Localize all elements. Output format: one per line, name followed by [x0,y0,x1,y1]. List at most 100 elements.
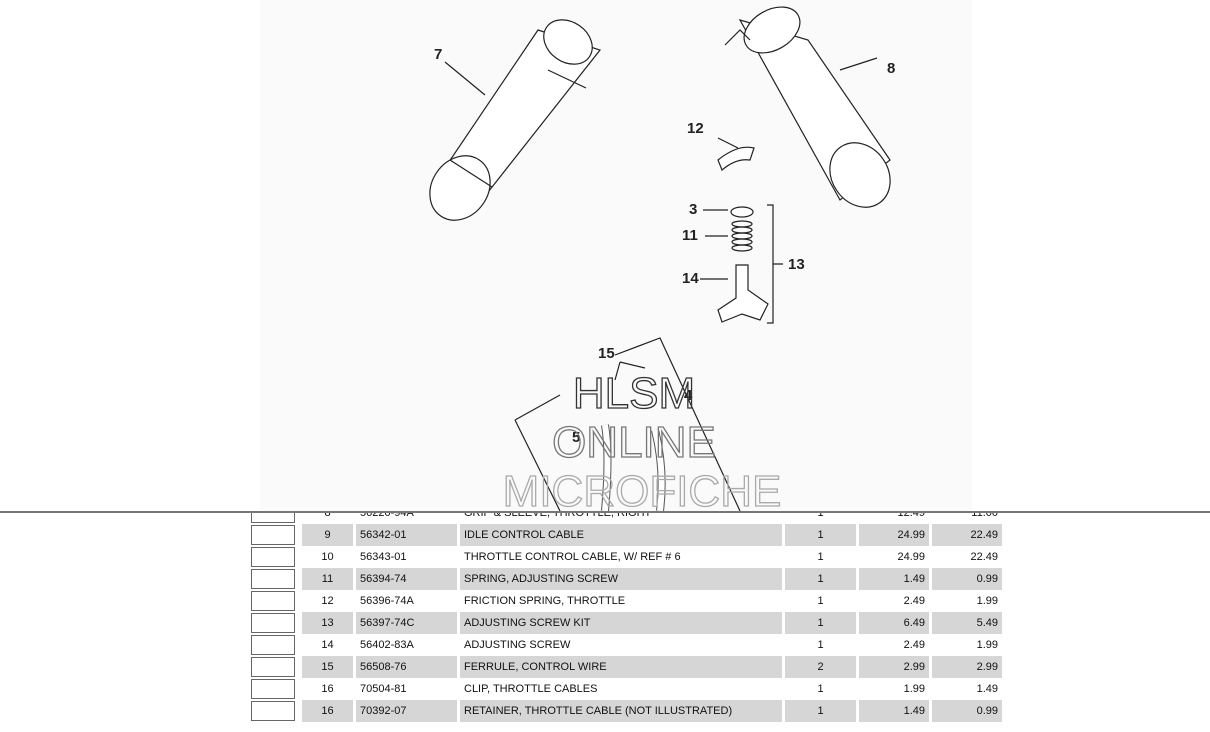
part-number: 56402-83A [360,639,414,651]
part-number: 56343-01 [360,551,407,563]
part-number: 70392-07 [356,700,457,722]
part-number: 56508-76 [356,656,457,678]
callout-11: 11 [682,227,698,244]
price: 24.99 [897,551,925,563]
callout-13: 13 [788,256,805,273]
quantity-input[interactable] [251,635,295,655]
callout-14: 14 [682,270,699,287]
callout-4: 4 [684,387,693,404]
select-cell [247,700,299,722]
description: FERRULE, CONTROL WIRE [460,656,782,678]
select-cell [247,678,299,700]
left-grip-drawing [429,19,602,221]
price: 1.49 [859,568,929,590]
sale-price: 0.99 [932,700,1002,722]
sale-price: 1.49 [976,683,998,695]
select-cell [247,590,299,612]
quantity-input[interactable] [251,701,295,721]
parts-table-container: 8 56220-94A GRIP & SLEEVE, THROTTLE, RIG… [0,513,1210,732]
svg-text:ONLINE: ONLINE [552,418,716,467]
callout-15: 15 [598,345,615,362]
quantity-input[interactable] [251,513,295,523]
watermark: HLSM ONLINE MICROFICHE [502,368,782,516]
quantity: 1 [785,524,856,546]
ref-number: 12 [321,595,334,607]
callout-12: 12 [687,120,704,137]
quantity: 1 [785,612,856,634]
quantity: 1 [817,683,824,695]
ref-number: 8 [324,513,331,519]
sale-price: 0.99 [932,568,1002,590]
quantity-input[interactable] [251,679,295,699]
description: THROTTLE CONTROL CABLE, W/ REF # 6 [464,551,681,563]
table-row: 9 56342-01 IDLE CONTROL CABLE 1 24.99 22… [247,524,1002,546]
table-row: 8 56220-94A GRIP & SLEEVE, THROTTLE, RIG… [247,513,1002,524]
sale-price: 11.00 [971,513,998,519]
sale-price: 22.49 [970,551,998,563]
price: 24.99 [859,524,929,546]
select-cell [247,612,299,634]
part-number: 56396-74A [360,595,414,607]
quantity: 1 [817,639,824,651]
callout-8: 8 [887,60,895,77]
sale-price: 2.99 [932,656,1002,678]
price: 2.49 [903,595,925,607]
quantity-input[interactable] [251,547,295,567]
price: 1.99 [903,683,925,695]
quantity: 1 [817,551,824,563]
description: ADJUSTING SCREW [464,639,571,651]
ref-number: 15 [302,656,353,678]
washer-drawing [730,206,754,218]
price: 2.99 [859,656,929,678]
price: 6.49 [859,612,929,634]
part-number: 56394-74 [356,568,457,590]
ref-number: 11 [302,568,353,590]
part-number: 56342-01 [356,524,457,546]
quantity-input[interactable] [251,613,295,633]
description: ADJUSTING SCREW KIT [460,612,782,634]
select-cell [247,513,299,524]
select-cell [247,546,299,568]
select-cell [247,634,299,656]
ref-number: 10 [321,551,334,563]
svg-text:MICROFICHE: MICROFICHE [503,467,782,511]
part-number: 70504-81 [360,683,407,695]
price: 1.49 [859,700,929,722]
quantity-input[interactable] [251,591,295,611]
ref-number: 16 [302,700,353,722]
table-row: 11 56394-74 SPRING, ADJUSTING SCREW 1 1.… [247,568,1002,590]
right-grip-drawing [724,6,891,208]
spring-drawing [731,220,753,252]
select-cell [247,568,299,590]
adjusting-screw-drawing [717,264,769,323]
quantity-input[interactable] [251,569,295,589]
select-cell [247,656,299,678]
price: 12.49 [897,513,925,519]
table-row: 13 56397-74C ADJUSTING SCREW KIT 1 6.49 … [247,612,1002,634]
description: CLIP, THROTTLE CABLES [464,683,598,695]
quantity-input[interactable] [251,657,295,677]
select-cell [247,524,299,546]
callout-3: 3 [689,201,697,218]
quantity: 1 [785,700,856,722]
sale-price: 1.99 [976,595,998,607]
quantity-input[interactable] [251,525,295,545]
quantity: 2 [785,656,856,678]
table-row: 16 70392-07 RETAINER, THROTTLE CABLE (NO… [247,700,1002,722]
sale-price: 1.99 [976,639,998,651]
ref-number: 16 [321,683,334,695]
quantity: 1 [817,595,824,607]
divider [0,511,1210,513]
table-row: 15 56508-76 FERRULE, CONTROL WIRE 2 2.99… [247,656,1002,678]
description: RETAINER, THROTTLE CABLE (NOT ILLUSTRATE… [460,700,782,722]
ref-number: 14 [321,639,334,651]
table-row: 12 56396-74A FRICTION SPRING, THROTTLE 1… [247,590,1002,612]
description: FRICTION SPRING, THROTTLE [464,595,626,607]
friction-spring-drawing [717,146,755,172]
description: GRIP & SLEEVE, THROTTLE, RIGHT [464,513,652,519]
sale-price: 22.49 [932,524,1002,546]
table-row: 14 56402-83A ADJUSTING SCREW 1 2.49 1.99 [247,634,1002,656]
parts-diagram: 7 8 12 3 11 13 14 15 4 5 HLSM ONLINE MIC… [260,0,972,517]
callout-7: 7 [434,46,442,63]
table-row: 16 70504-81 CLIP, THROTTLE CABLES 1 1.99… [247,678,1002,700]
